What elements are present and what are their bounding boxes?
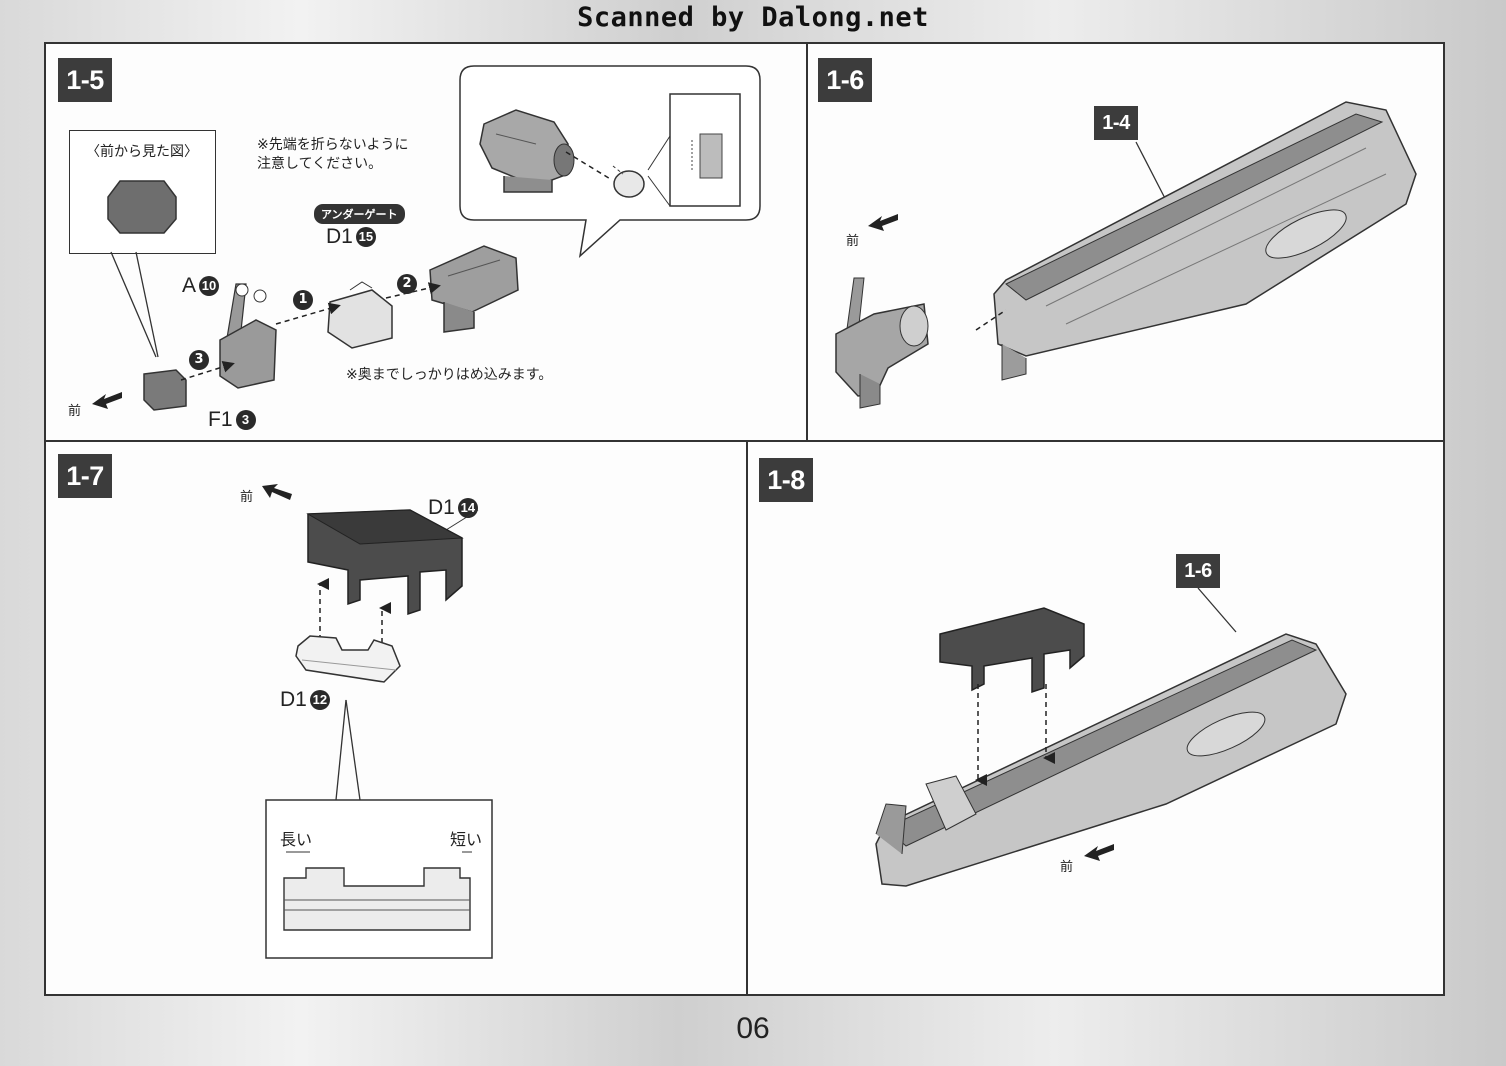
order-mark-1: 1	[293, 290, 313, 310]
part-b-shell-drawing	[429, 245, 519, 333]
divider-top-vertical	[806, 44, 808, 442]
divider-horizontal	[46, 440, 1443, 442]
short-label: 短い	[450, 830, 483, 849]
front-label-1-8: 前	[1060, 860, 1074, 875]
under-gate-tag: アンダーゲート	[314, 204, 405, 224]
front-arrow-icon-1-8	[1084, 844, 1114, 861]
front-label-1-5: 前	[68, 404, 82, 419]
part-d1-14-drawing	[306, 509, 479, 616]
ship-hull-1-6-drawing	[975, 101, 1417, 381]
front-label-1-7: 前	[240, 490, 254, 505]
long-label: 長い	[280, 830, 313, 849]
front-arrow-icon-1-6	[868, 214, 898, 231]
part-d1-11-drawing	[612, 165, 645, 198]
part-d1-14-on-hull-drawing	[939, 607, 1085, 694]
part-nose-assembly-drawing	[835, 277, 929, 409]
divider-bottom-vertical	[746, 440, 748, 994]
front-label-1-6: 前	[846, 234, 860, 249]
step-badge-1-5: 1-5	[58, 58, 112, 102]
step-badge-1-8: 1-8	[759, 458, 813, 502]
assembly-dashed-arrows	[180, 151, 613, 381]
sub-ref-badge-1-4: 1-4	[1094, 106, 1138, 140]
step-badge-1-7: 1-7	[58, 454, 112, 498]
part-d1-12-drawing	[295, 635, 401, 683]
instruction-sheet: 1-5 〈前から見た図〉 ※先端を折らないように 注意してください。 アンダーゲ…	[44, 42, 1445, 996]
tip-warning-note: ※先端を折らないように 注意してください。	[257, 137, 409, 172]
part-f1-3-drawing	[143, 369, 187, 411]
front-view-box: 〈前から見た図〉	[69, 130, 216, 254]
front-view-caption: 〈前から見た図〉	[86, 144, 198, 160]
fit-arrows-1-8	[975, 684, 1055, 786]
sub-ref-badge-1-6: 1-6	[1176, 554, 1220, 588]
order-mark-2: 2	[397, 274, 417, 294]
front-arrow-icon	[92, 392, 122, 409]
ship-hull-1-8-drawing	[875, 587, 1347, 887]
step-badge-1-6: 1-6	[818, 58, 872, 102]
front-arrow-icon-1-7	[262, 484, 292, 500]
part-b7-drawing	[479, 109, 575, 193]
order-mark-3: 3	[189, 350, 209, 370]
scan-credit: Scanned by Dalong.net	[577, 2, 929, 33]
detail-callout-1-7	[265, 699, 493, 959]
detail-callout-bubble	[459, 65, 761, 258]
part-d1-15-drawing	[327, 281, 393, 349]
front-view-callout-lines	[110, 251, 159, 358]
insert-note: ※奥までしっかりはめ込みます。	[346, 367, 553, 383]
page-number: 06	[736, 1012, 770, 1045]
front-view-part-icon	[107, 180, 177, 234]
